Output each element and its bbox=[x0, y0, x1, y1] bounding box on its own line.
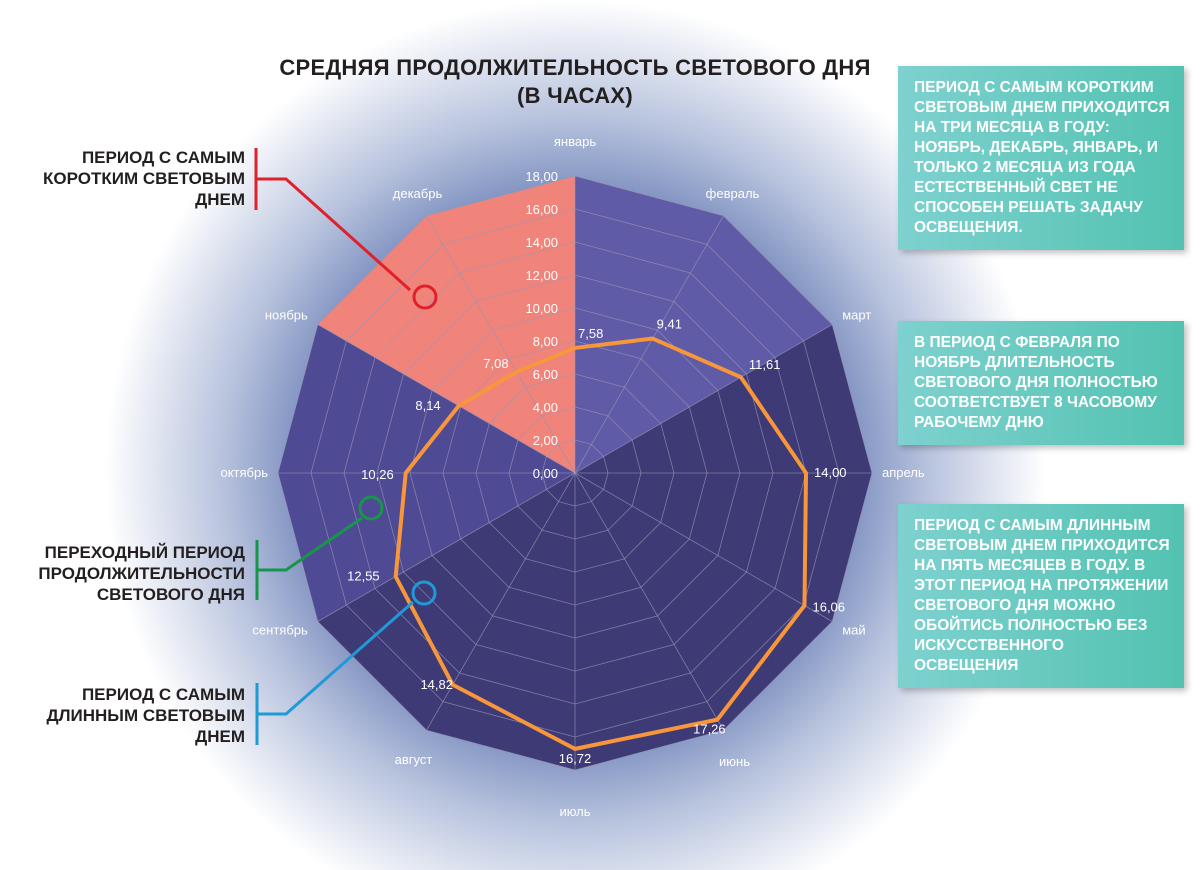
info-box-longest: Период с самым длинным световым днем при… bbox=[898, 504, 1184, 688]
value-label-2: 11,61 bbox=[749, 357, 781, 372]
value-label-7: 14,82 bbox=[420, 677, 453, 692]
month-label-11: декабрь bbox=[393, 186, 443, 201]
month-label-4: май bbox=[842, 623, 865, 638]
value-label-6: 16,72 bbox=[559, 751, 592, 766]
grid-spoke bbox=[574, 215, 724, 474]
value-label-8: 12,55 bbox=[347, 569, 380, 584]
month-label-9: октябрь bbox=[220, 465, 268, 480]
tick-label: 18,00 bbox=[525, 169, 558, 184]
month-label-10: ноябрь bbox=[265, 308, 308, 323]
sector-4 bbox=[575, 473, 833, 731]
callout-transition-circle bbox=[358, 495, 384, 521]
series-line bbox=[393, 336, 808, 751]
sector-0 bbox=[575, 176, 724, 473]
value-label-4: 16,06 bbox=[812, 599, 845, 614]
grid-spoke bbox=[317, 472, 576, 622]
tick-label: 10,00 bbox=[525, 301, 558, 316]
month-label-5: июнь bbox=[719, 754, 750, 769]
month-label-1: февраль bbox=[706, 186, 760, 201]
month-label-8: сентябрь bbox=[252, 623, 308, 638]
grid-spoke bbox=[426, 215, 576, 474]
sector-10 bbox=[317, 215, 575, 473]
value-label-5: 17,26 bbox=[693, 722, 726, 737]
grid-spoke bbox=[574, 472, 724, 731]
tick-label: 16,00 bbox=[525, 202, 558, 217]
value-label-11: 7,08 bbox=[483, 356, 508, 371]
sector-8 bbox=[278, 473, 575, 622]
grid-spoke bbox=[574, 472, 833, 622]
value-label-1: 9,41 bbox=[657, 317, 682, 332]
value-label-9: 10,26 bbox=[361, 467, 394, 482]
value-label-0: 7,58 bbox=[578, 326, 603, 341]
month-label-0: январь bbox=[554, 134, 596, 149]
title-line-1: Средняя продолжительность светового дня bbox=[279, 55, 871, 80]
tick-label: 14,00 bbox=[525, 235, 558, 250]
sector-2 bbox=[575, 324, 872, 473]
info-box-workday: В период с февраля по ноябрь длительност… bbox=[898, 321, 1184, 445]
sector-5 bbox=[575, 473, 724, 770]
tick-label: 4,00 bbox=[533, 400, 558, 415]
tick-label: 8,00 bbox=[533, 334, 558, 349]
month-label-3: апрель bbox=[882, 465, 925, 480]
value-label-3: 14,00 bbox=[814, 465, 847, 480]
sector-11 bbox=[426, 176, 575, 473]
month-label-6: июль bbox=[559, 804, 590, 819]
tick-label: 6,00 bbox=[533, 367, 558, 382]
sector-1 bbox=[575, 215, 833, 473]
title-line-2: (в часах) bbox=[516, 83, 634, 108]
sector-3 bbox=[575, 473, 872, 622]
label-transition-period: Переходный период продолжительности свет… bbox=[38, 543, 245, 604]
tick-label: 12,00 bbox=[525, 268, 558, 283]
info-box-shortest: Период с самым коротким световым днем пр… bbox=[898, 66, 1184, 250]
month-label-2: март bbox=[842, 308, 871, 323]
grid-spoke bbox=[426, 472, 576, 731]
callout-shortest-connector bbox=[254, 148, 412, 292]
callout-longest-circle bbox=[411, 580, 437, 606]
label-longest-period: Период с самым длинным световым днем bbox=[46, 685, 246, 746]
label-shortest-period: Период с самым коротким световым днем bbox=[43, 148, 245, 209]
tick-label: 2,00 bbox=[533, 433, 558, 448]
grid-spoke bbox=[574, 324, 833, 474]
grid-spoke bbox=[317, 324, 576, 474]
sector-7 bbox=[317, 473, 575, 731]
sector-9 bbox=[278, 324, 575, 473]
month-label-7: август bbox=[395, 752, 433, 767]
chart-title: Средняя продолжительность светового дня … bbox=[250, 54, 900, 110]
callout-shortest-circle bbox=[412, 284, 438, 310]
sector-6 bbox=[426, 473, 575, 770]
callout-longest-connector bbox=[255, 600, 414, 745]
value-label-10: 8,14 bbox=[415, 398, 440, 413]
callout-transition-connector bbox=[255, 516, 363, 600]
tick-label: 0,00 bbox=[533, 466, 558, 481]
